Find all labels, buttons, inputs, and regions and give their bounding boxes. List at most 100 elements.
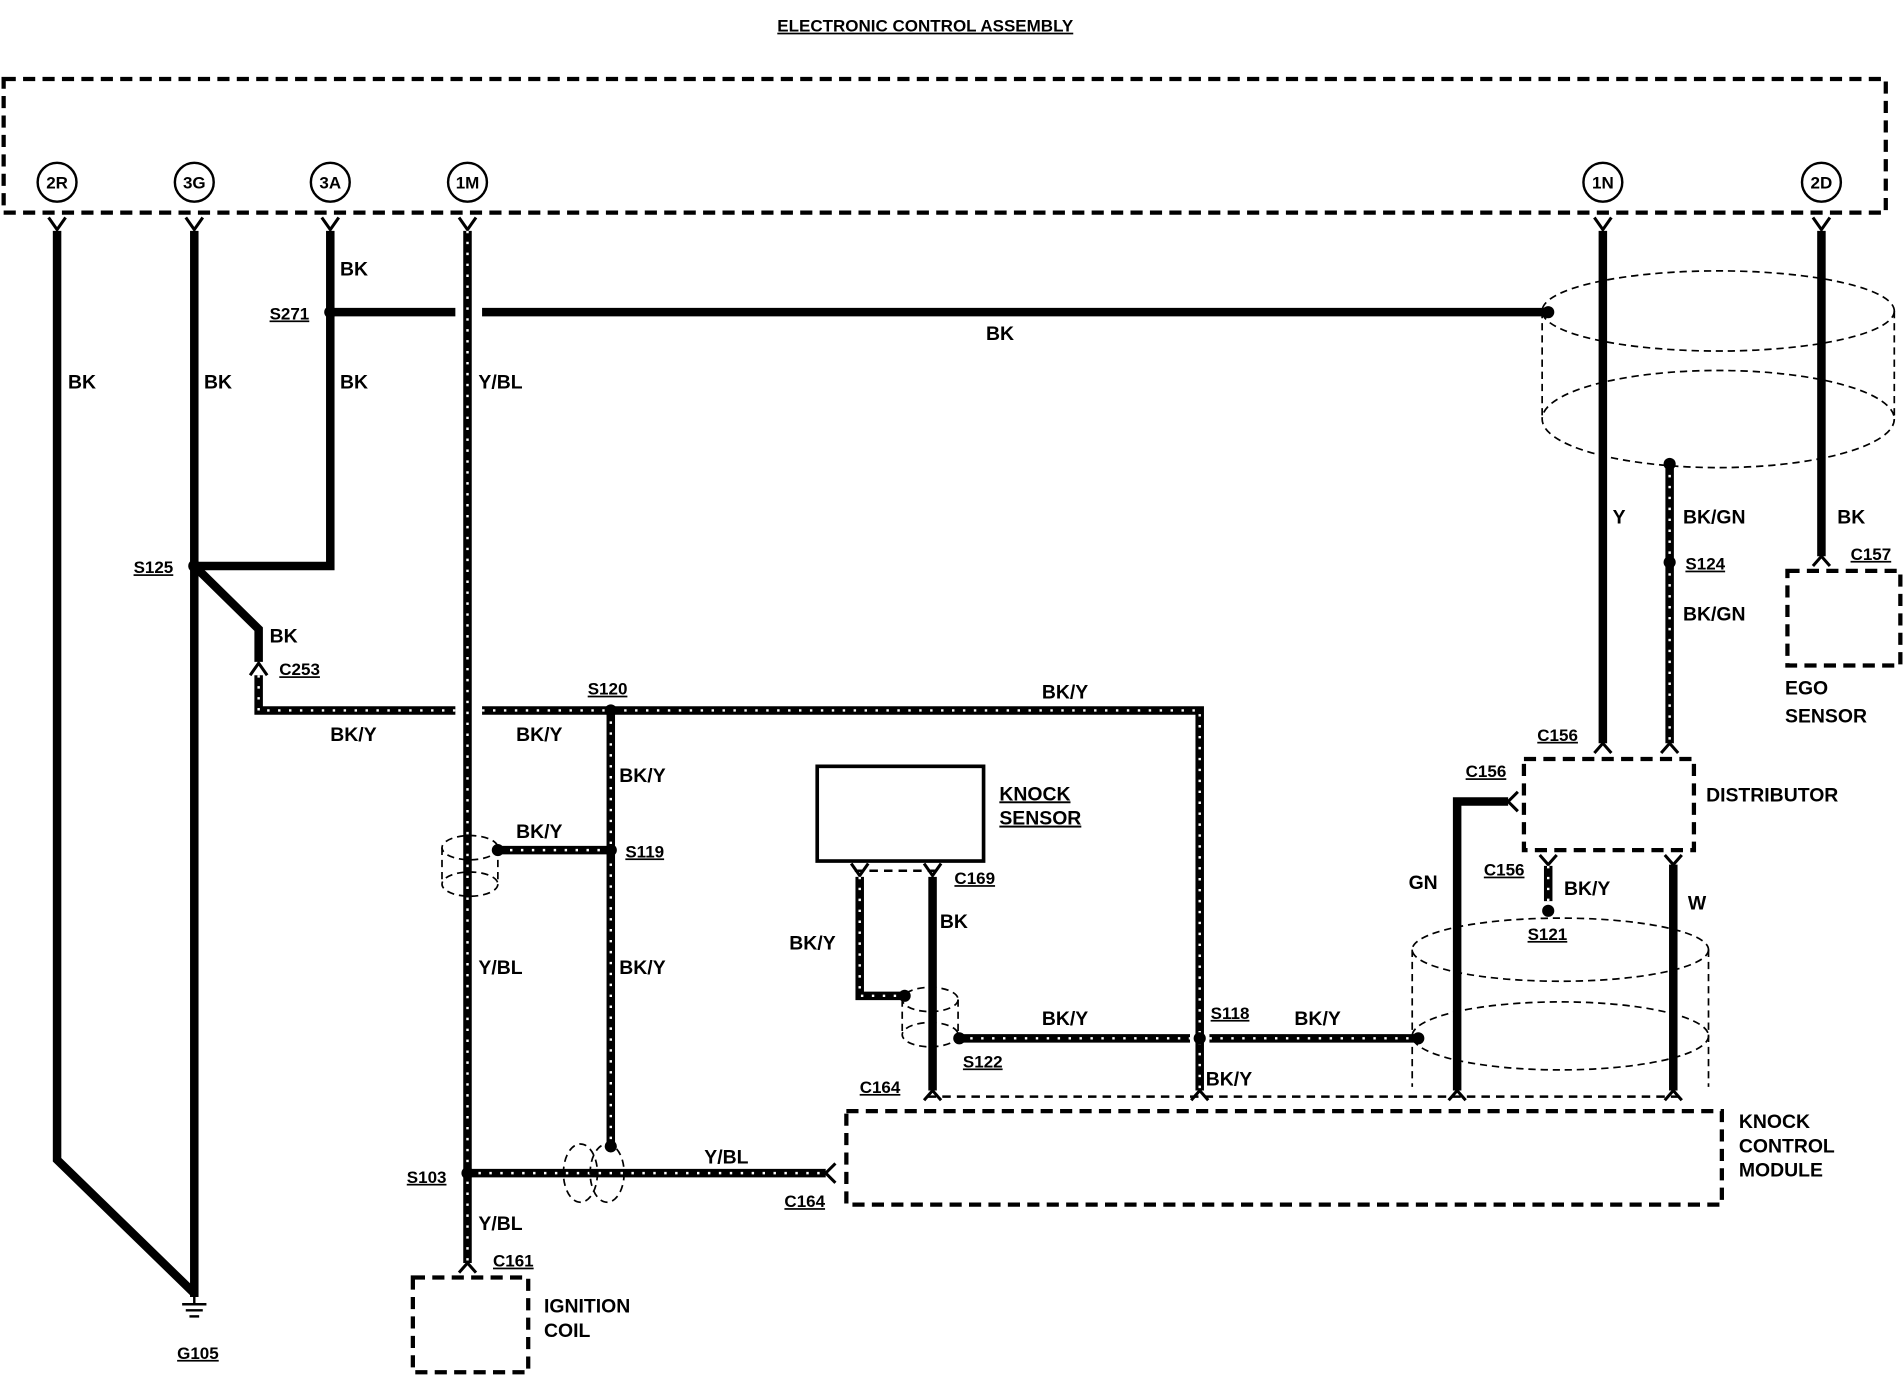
c164-top-terminal-4	[1663, 1088, 1683, 1102]
wire-label-bkgn-lower: BK/GN	[1683, 604, 1746, 626]
connector-label-c156-bottom: C156	[1484, 861, 1525, 880]
wire-label-3a-upper: BK	[340, 259, 368, 281]
wire-label-to-s120: BK/Y	[516, 724, 562, 746]
pin-2d-terminal	[1811, 216, 1832, 233]
wire-label-c253-run: BK/Y	[330, 724, 376, 746]
connector-label-c157: C157	[1851, 545, 1892, 564]
wire-distributor-gn	[1452, 797, 1509, 1091]
shield-top-right-lower	[1541, 369, 1896, 469]
shield-1m-lower	[441, 871, 499, 898]
splice-label-s122: S122	[963, 1052, 1003, 1071]
knock-control-module-label-line2: CONTROL	[1739, 1135, 1835, 1157]
c156-side-terminal	[1505, 790, 1519, 813]
splice-s118-dot	[1193, 1032, 1206, 1045]
splice-labels: S271 S125 S120 S119 S103 S122 S118 S124 …	[134, 304, 1726, 1186]
c156-bottom-terminal-2	[1663, 853, 1683, 867]
splice-s271-dot	[324, 306, 337, 319]
wire-label-knock-signal: BK	[940, 911, 968, 933]
shield-s103-drain-dot	[604, 1140, 617, 1153]
shield-1m-drain-dot	[491, 844, 504, 857]
wire-color-labels: BK BK BK BK BK Y/BL Y/BL Y/BL BK BK/Y BK…	[68, 259, 1865, 1235]
pin-1m	[446, 161, 489, 203]
connector-label-c164-top: C164	[860, 1078, 901, 1097]
pin-3a	[309, 161, 351, 203]
ground-label: G105	[177, 1344, 219, 1363]
pin-3g	[173, 161, 215, 203]
pin-2r-terminal	[47, 216, 67, 233]
shield-top-drain-dot	[1663, 457, 1676, 471]
stripe-c253-bky	[257, 674, 457, 712]
wire-label-w: W	[1688, 893, 1707, 915]
wire-label-s120-run: BK/Y	[1042, 681, 1088, 703]
splice-s120-dot	[604, 704, 617, 717]
wire-label-s118-run: BK/Y	[1294, 1008, 1340, 1030]
ignition-coil-label-line1: IGNITION	[544, 1296, 630, 1318]
wire-label-s120-drop: BK/Y	[619, 765, 665, 787]
distributor-box	[1521, 756, 1697, 853]
c253-terminal	[248, 660, 269, 677]
wire-label-s119-down: BK/Y	[619, 957, 665, 979]
connector-label-c156-side: C156	[1466, 762, 1507, 781]
pin-3a-label: 3A	[319, 173, 341, 192]
distributor-label: DISTRIBUTOR	[1706, 785, 1838, 807]
pin-1m-terminal	[457, 216, 478, 233]
pin-1n	[1582, 161, 1624, 203]
splice-s121-dot	[1542, 904, 1555, 917]
knock-control-module-box	[844, 1109, 1724, 1207]
shield-s103-left	[562, 1143, 599, 1204]
c161-terminal	[457, 1260, 478, 1274]
connector-label-c169: C169	[954, 869, 995, 888]
connector-label-c156-top: C156	[1537, 726, 1578, 745]
wire-label-1m-middle: Y/BL	[478, 957, 522, 979]
pin-1n-label: 1N	[1592, 173, 1614, 192]
wire-s125-bk	[191, 562, 263, 662]
knock-control-module-label-line1: KNOCK	[1739, 1111, 1810, 1133]
solid-wires	[52, 230, 1826, 1297]
pin-2d-label: 2D	[1811, 173, 1833, 192]
connector-label-c161: C161	[493, 1252, 534, 1271]
connector-symbols	[47, 216, 1832, 1274]
eca-pins: 2R 3G 3A 1M 1N 2D	[36, 161, 1843, 203]
wire-label-s118-drop: BK/Y	[1206, 1069, 1252, 1091]
pin-3a-terminal	[320, 216, 341, 233]
shield-drain-dot-top	[1542, 306, 1555, 319]
connector-label-c253: C253	[279, 660, 320, 679]
splice-s122-dot	[953, 1032, 966, 1045]
wire-label-knock-shield: BK/Y	[789, 933, 835, 955]
pin-3g-label: 3G	[183, 173, 206, 192]
knock-sensor-label-line2: SENSOR	[999, 808, 1081, 830]
wire-2r-bk	[52, 230, 198, 1297]
shield-bottom-drain-dot	[1412, 1032, 1425, 1045]
wire-label-2r: BK	[68, 372, 96, 394]
splice-label-s120: S120	[588, 680, 628, 699]
c157-terminal	[1811, 553, 1832, 567]
eca-box	[1, 76, 1888, 215]
c164-side-terminal	[823, 1162, 837, 1184]
wire-label-gn: GN	[1409, 872, 1438, 894]
wire-label-1m-lower: Y/BL	[478, 1213, 522, 1235]
pin-3g-terminal	[184, 216, 205, 233]
pin-1n-terminal	[1593, 216, 1613, 233]
pin-1m-label: 1M	[456, 173, 480, 192]
c156-bottom-terminal-1	[1538, 853, 1558, 867]
wire-label-s125-branch: BK	[270, 625, 298, 647]
splice-label-s118: S118	[1211, 1004, 1250, 1023]
wire-c253-bky	[259, 675, 456, 710]
pin-2r-label: 2R	[46, 173, 68, 192]
ego-sensor-box	[1785, 568, 1903, 668]
shield-knock-drain-dot	[898, 989, 911, 1002]
splice-label-s119: S119	[625, 842, 664, 861]
knock-sensor-label-line1: KNOCK	[999, 783, 1070, 805]
knock-control-module-label-line3: MODULE	[1739, 1160, 1823, 1182]
wire-label-3g: BK	[204, 372, 232, 394]
stripe-knock-shield-bky	[858, 875, 906, 998]
knock-sensor-box	[815, 764, 986, 863]
wire-label-s119-branch: BK/Y	[516, 821, 562, 843]
wire-label-2d: BK	[1837, 506, 1865, 528]
splice-s124-dot	[1663, 556, 1676, 569]
c164-top-terminal-1	[922, 1088, 943, 1102]
splice-label-s124: S124	[1685, 555, 1725, 574]
tracer-wires-base	[259, 231, 1670, 1263]
shield-top-right	[1541, 270, 1896, 469]
shields	[441, 270, 1896, 1204]
